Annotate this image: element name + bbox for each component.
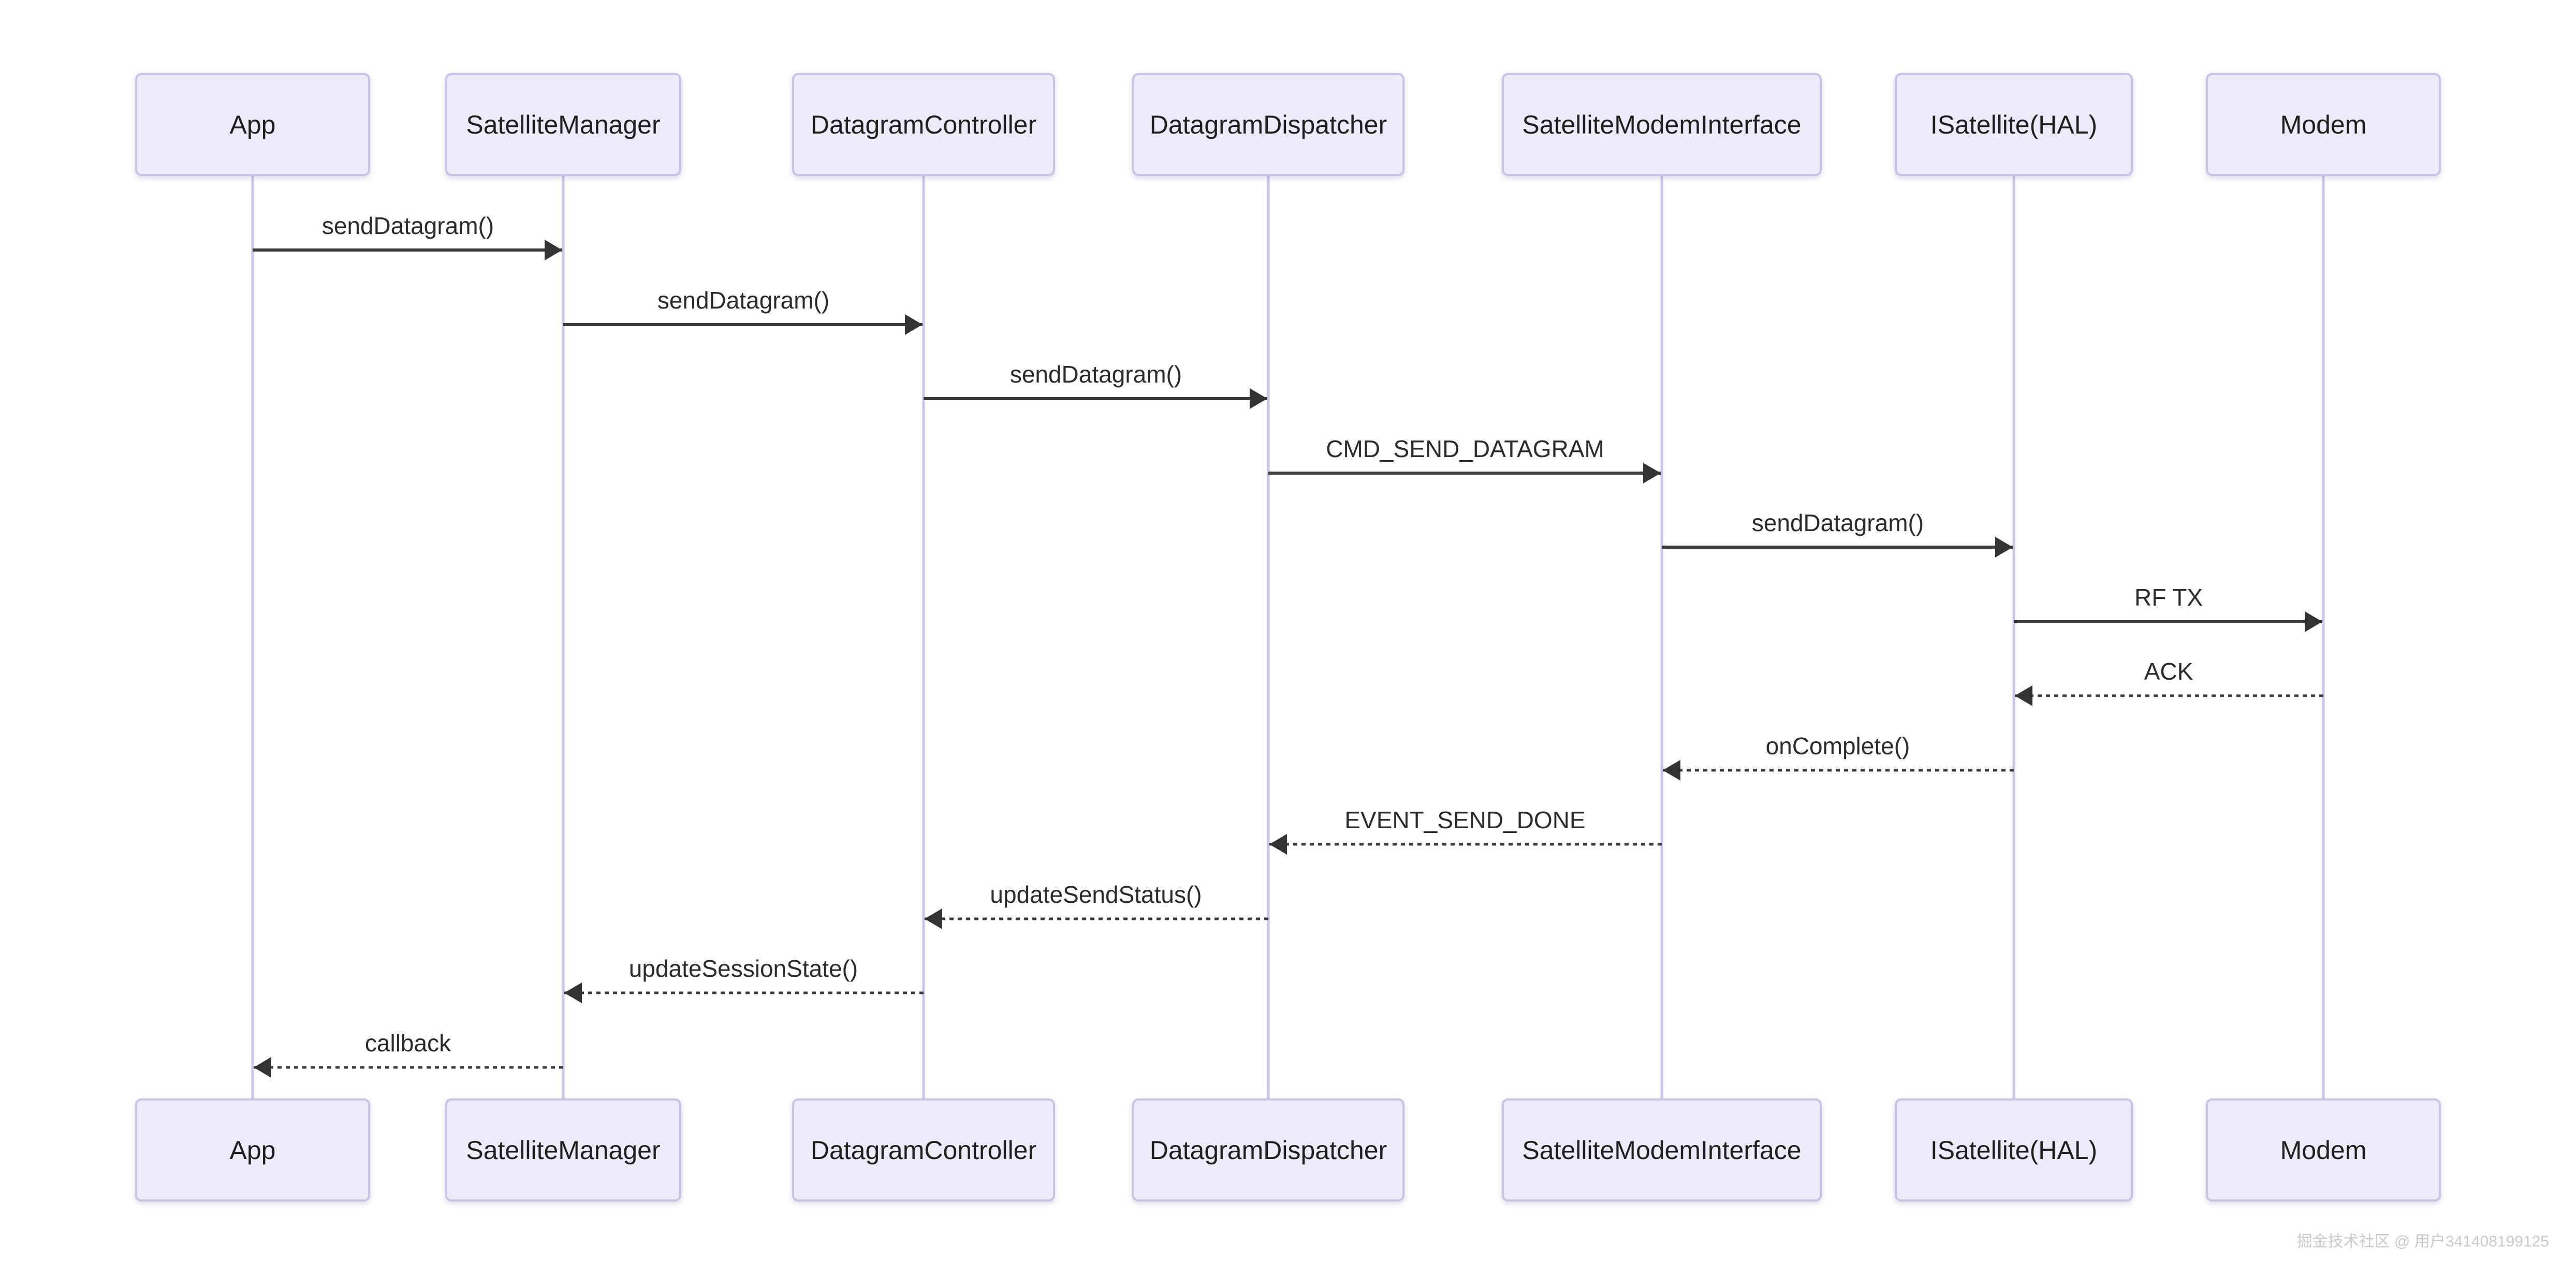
message-update-send-status: updateSendStatus() [925, 881, 1268, 929]
messages: sendDatagram() sendDatagram() sendDatagr… [253, 212, 2323, 1078]
participant-bottom-isatellite-hal: ISatellite(HAL) [1895, 1098, 2133, 1201]
participant-box [1502, 73, 1822, 176]
participant-box [445, 1098, 681, 1201]
message-label: callback [365, 1030, 451, 1057]
participant-box [1895, 73, 2133, 176]
participant-top-isatellite-hal: ISatellite(HAL) [1895, 73, 2133, 176]
participant-label: DatagramDispatcher [1150, 110, 1387, 139]
participant-box [1132, 1098, 1404, 1201]
participants-top: App SatelliteManager DatagramController … [135, 73, 2441, 176]
participant-top-datagram-dispatcher: DatagramDispatcher [1132, 73, 1404, 176]
message-on-complete: onComplete() [1663, 732, 2014, 781]
message-label: onComplete() [1766, 732, 1910, 759]
participant-label: SatelliteManager [466, 110, 660, 139]
message-label: sendDatagram() [657, 287, 829, 314]
participants-bottom: App SatelliteManager DatagramController … [135, 1098, 2441, 1201]
participant-box [2206, 1098, 2441, 1201]
participant-label: ISatellite(HAL) [1930, 110, 2097, 139]
participant-label: Modem [2280, 110, 2367, 139]
participant-top-satellite-manager: SatelliteManager [445, 73, 681, 176]
participant-box [1502, 1098, 1822, 1201]
message-label: EVENT_SEND_DONE [1344, 806, 1585, 833]
participant-label: ISatellite(HAL) [1930, 1136, 2097, 1165]
participant-label: SatelliteModemInterface [1522, 1136, 1801, 1165]
message-label: sendDatagram() [1752, 509, 1924, 536]
participant-bottom-satellite-manager: SatelliteManager [445, 1098, 681, 1201]
participant-label: SatelliteManager [466, 1136, 660, 1165]
message-ack: ACK [2015, 658, 2323, 706]
message-label: updateSendStatus() [990, 881, 1202, 908]
participant-top-datagram-controller: DatagramController [792, 73, 1055, 176]
participant-box [445, 73, 681, 176]
participant-label: DatagramDispatcher [1150, 1136, 1387, 1165]
participant-box [2206, 73, 2441, 176]
message-label: updateSessionState() [629, 955, 858, 982]
participant-box [792, 73, 1055, 176]
message-callback: callback [254, 1030, 563, 1078]
participant-label: Modem [2280, 1136, 2367, 1165]
message-send-datagram-4: sendDatagram() [1662, 509, 2013, 558]
participant-box [135, 73, 370, 176]
lifelines [251, 175, 2325, 1099]
participant-box [792, 1098, 1055, 1201]
participant-top-satellite-modem-interface: SatelliteModemInterface [1502, 73, 1822, 176]
message-update-session-state: updateSessionState() [564, 955, 924, 1003]
participant-label: App [230, 110, 276, 139]
message-send-datagram-1: sendDatagram() [253, 212, 562, 260]
participant-label: DatagramController [811, 1136, 1036, 1165]
participant-box [135, 1098, 370, 1201]
message-cmd-send-datagram: CMD_SEND_DATAGRAM [1268, 435, 1661, 483]
watermark: 掘金技术社区 @ 用户341408199125 [2297, 1233, 2549, 1250]
participant-label: DatagramController [811, 110, 1036, 139]
message-label: CMD_SEND_DATAGRAM [1326, 435, 1604, 462]
message-send-datagram-3: sendDatagram() [924, 361, 1267, 409]
participant-label: App [230, 1136, 276, 1165]
participant-bottom-app: App [135, 1098, 370, 1201]
participant-bottom-modem: Modem [2206, 1098, 2441, 1201]
participant-top-app: App [135, 73, 370, 176]
message-label: sendDatagram() [1010, 361, 1182, 388]
participant-box [1895, 1098, 2133, 1201]
message-label: sendDatagram() [322, 212, 494, 239]
participant-box [1132, 73, 1404, 176]
message-label: RF TX [2134, 584, 2203, 611]
participant-label: SatelliteModemInterface [1522, 110, 1801, 139]
participant-bottom-satellite-modem-interface: SatelliteModemInterface [1502, 1098, 1822, 1201]
message-rf-tx: RF TX [2014, 584, 2322, 632]
participant-bottom-datagram-dispatcher: DatagramDispatcher [1132, 1098, 1404, 1201]
participant-bottom-datagram-controller: DatagramController [792, 1098, 1055, 1201]
message-label: ACK [2144, 658, 2193, 685]
message-event-send-done: EVENT_SEND_DONE [1269, 806, 1662, 855]
participant-top-modem: Modem [2206, 73, 2441, 176]
message-send-datagram-2: sendDatagram() [563, 287, 923, 335]
